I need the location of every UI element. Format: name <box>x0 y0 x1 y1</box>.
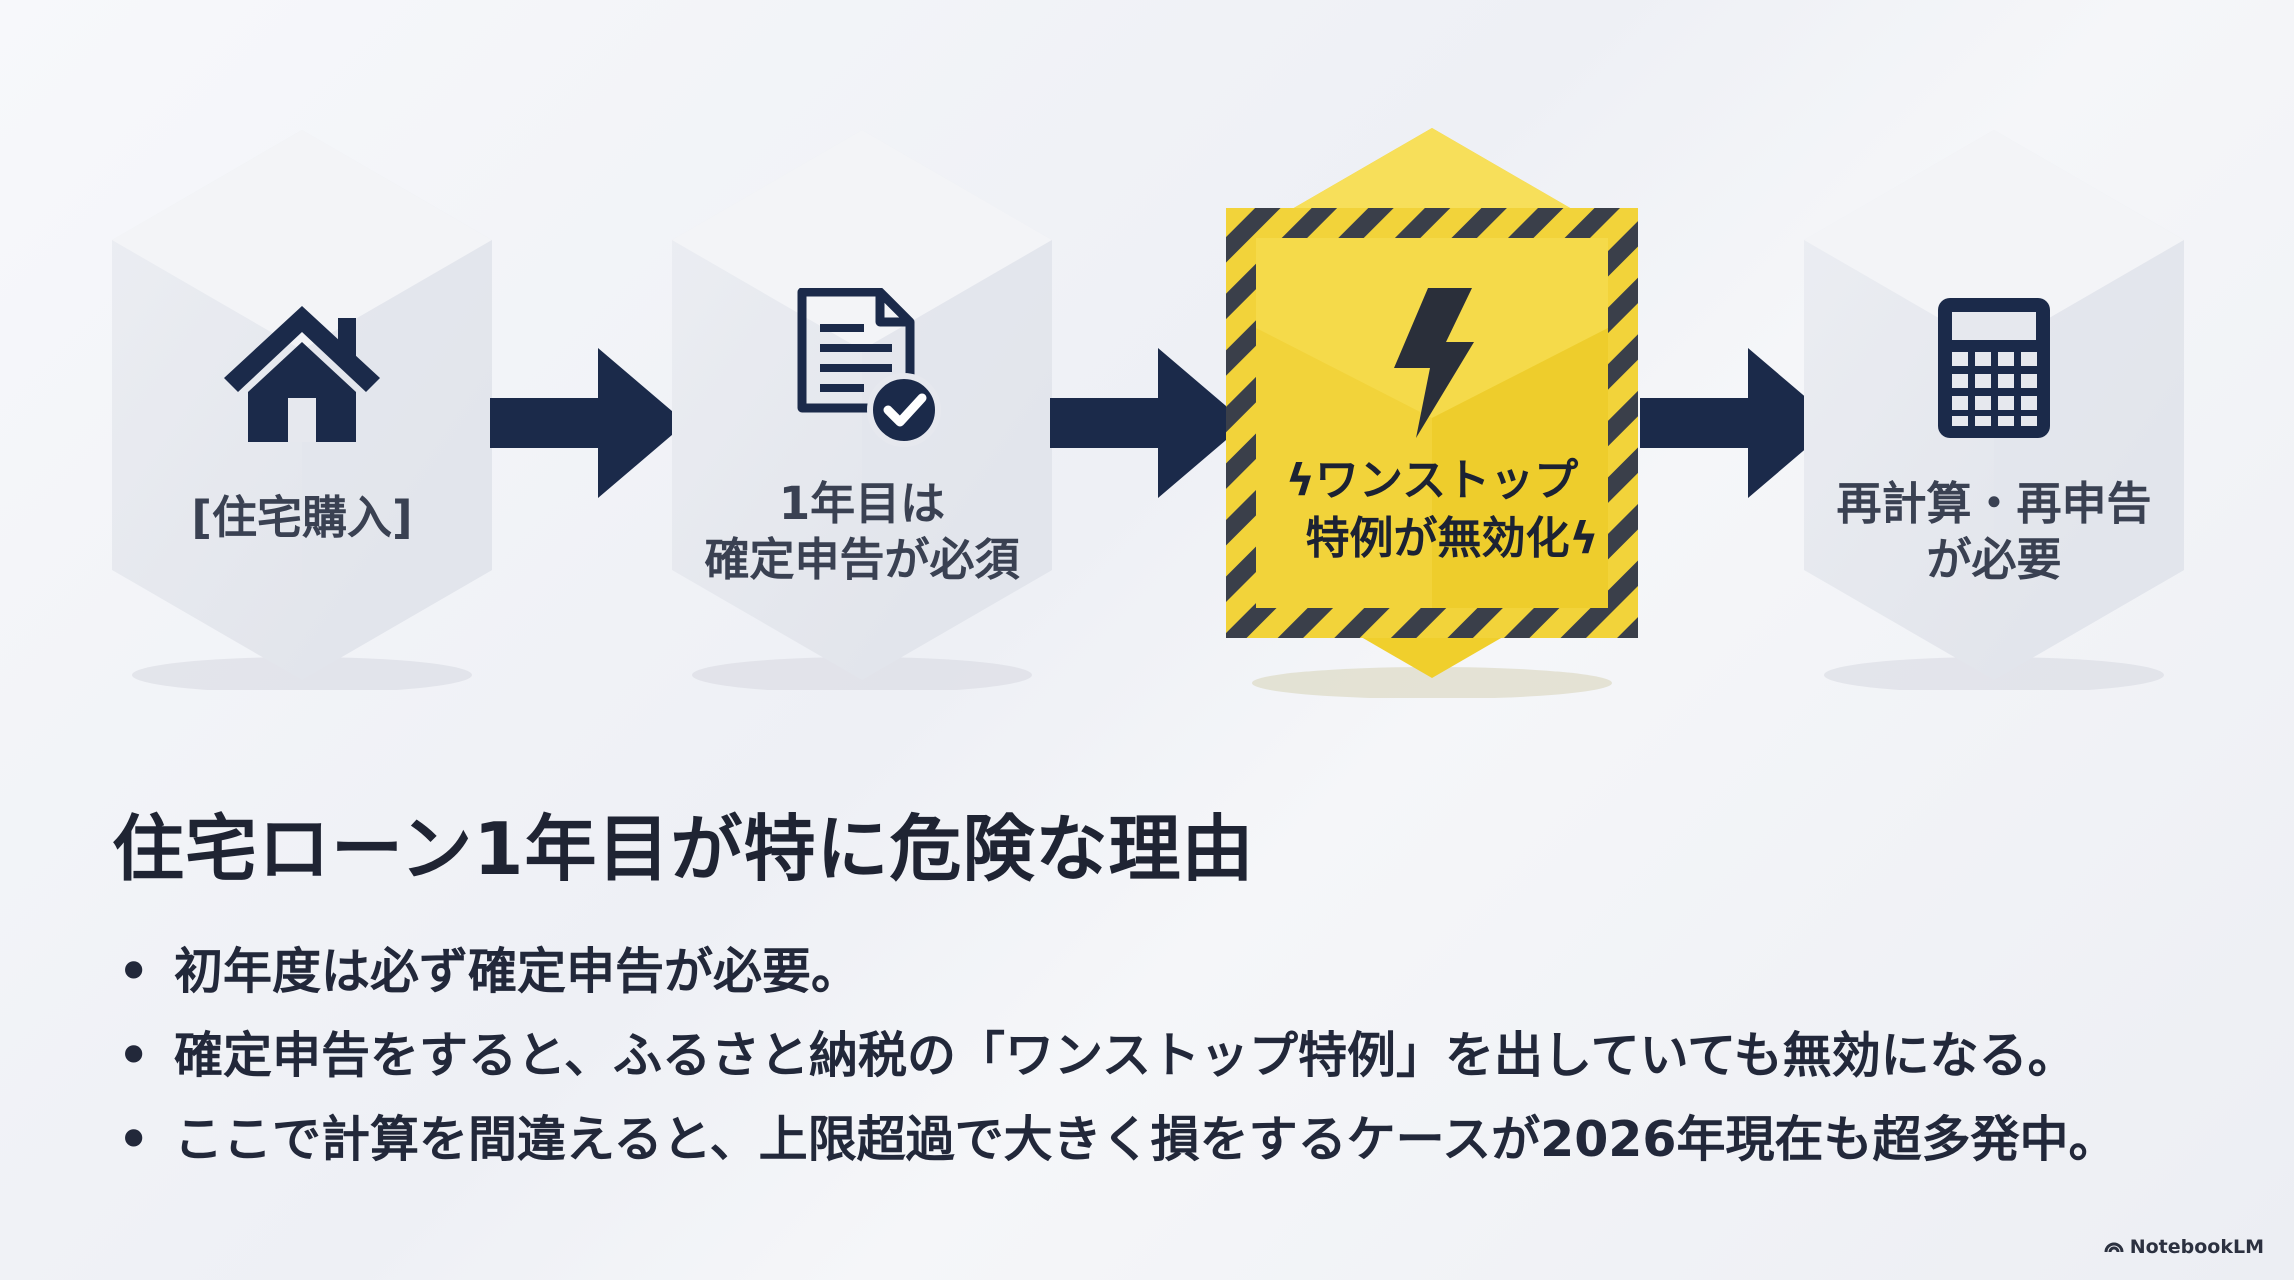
step-label-line: 1年目は <box>778 477 946 530</box>
arrow-right-icon <box>1640 348 1840 498</box>
lightning-small-icon: ϟ <box>1569 513 1599 564</box>
arrow-right-icon <box>490 348 690 498</box>
section-heading: 住宅ローン1年目が特に危険な理由 <box>112 807 1255 891</box>
step-calculator-label: 再計算・再申告 が必要 <box>1804 476 2184 588</box>
brand-label: NotebookLM <box>2129 1236 2264 1258</box>
step-label-line: ϟワンストップ <box>1222 452 1642 510</box>
house-icon <box>220 300 384 444</box>
process-flow: [住宅購入] <box>112 128 2184 698</box>
notebooklm-logo-icon <box>2104 1236 2124 1258</box>
document-check-icon <box>794 288 944 450</box>
calculator-icon <box>1936 296 2052 440</box>
step-label-line: 特例が無効化ϟ <box>1222 510 1642 568</box>
brand-watermark: NotebookLM <box>2104 1236 2264 1258</box>
list-item: 確定申告をすると、ふるさと納税の「ワンストップ特例」を出していても無効になる。 <box>118 1014 2118 1098</box>
step-label-line: [住宅購入] <box>191 491 413 544</box>
step-document-label: 1年目は 確定申告が必須 <box>672 476 1052 588</box>
lightning-icon <box>1386 288 1478 438</box>
step-house-label: [住宅購入] <box>112 490 492 546</box>
step-label-text: 特例が無効化 <box>1305 513 1570 564</box>
step-calculator-hexagon: 再計算・再申告 が必要 <box>1804 130 2184 690</box>
step-label-line: 再計算・再申告 <box>1836 477 2152 530</box>
list-item: ここで計算を間違えると、上限超過で大きく損をするケースが2026年現在も超多発中… <box>118 1098 2118 1182</box>
step-label-line: 確定申告が必須 <box>704 533 1020 586</box>
step-document-hexagon: 1年目は 確定申告が必須 <box>672 130 1052 690</box>
step-label-line: が必要 <box>1926 533 2062 586</box>
arrow-right-icon <box>1050 348 1250 498</box>
step-label-text: ワンストップ <box>1314 455 1579 506</box>
step-warning-hexagon: ϟワンストップ 特例が無効化ϟ <box>1222 128 1642 698</box>
list-item: 初年度は必ず確定申告が必要。 <box>118 930 2118 1014</box>
reason-list: 初年度は必ず確定申告が必要。 確定申告をすると、ふるさと納税の「ワンストップ特例… <box>118 930 2118 1182</box>
step-house-hexagon: [住宅購入] <box>112 130 492 690</box>
step-warning-label: ϟワンストップ 特例が無効化ϟ <box>1222 452 1642 568</box>
lightning-small-icon: ϟ <box>1285 455 1315 506</box>
